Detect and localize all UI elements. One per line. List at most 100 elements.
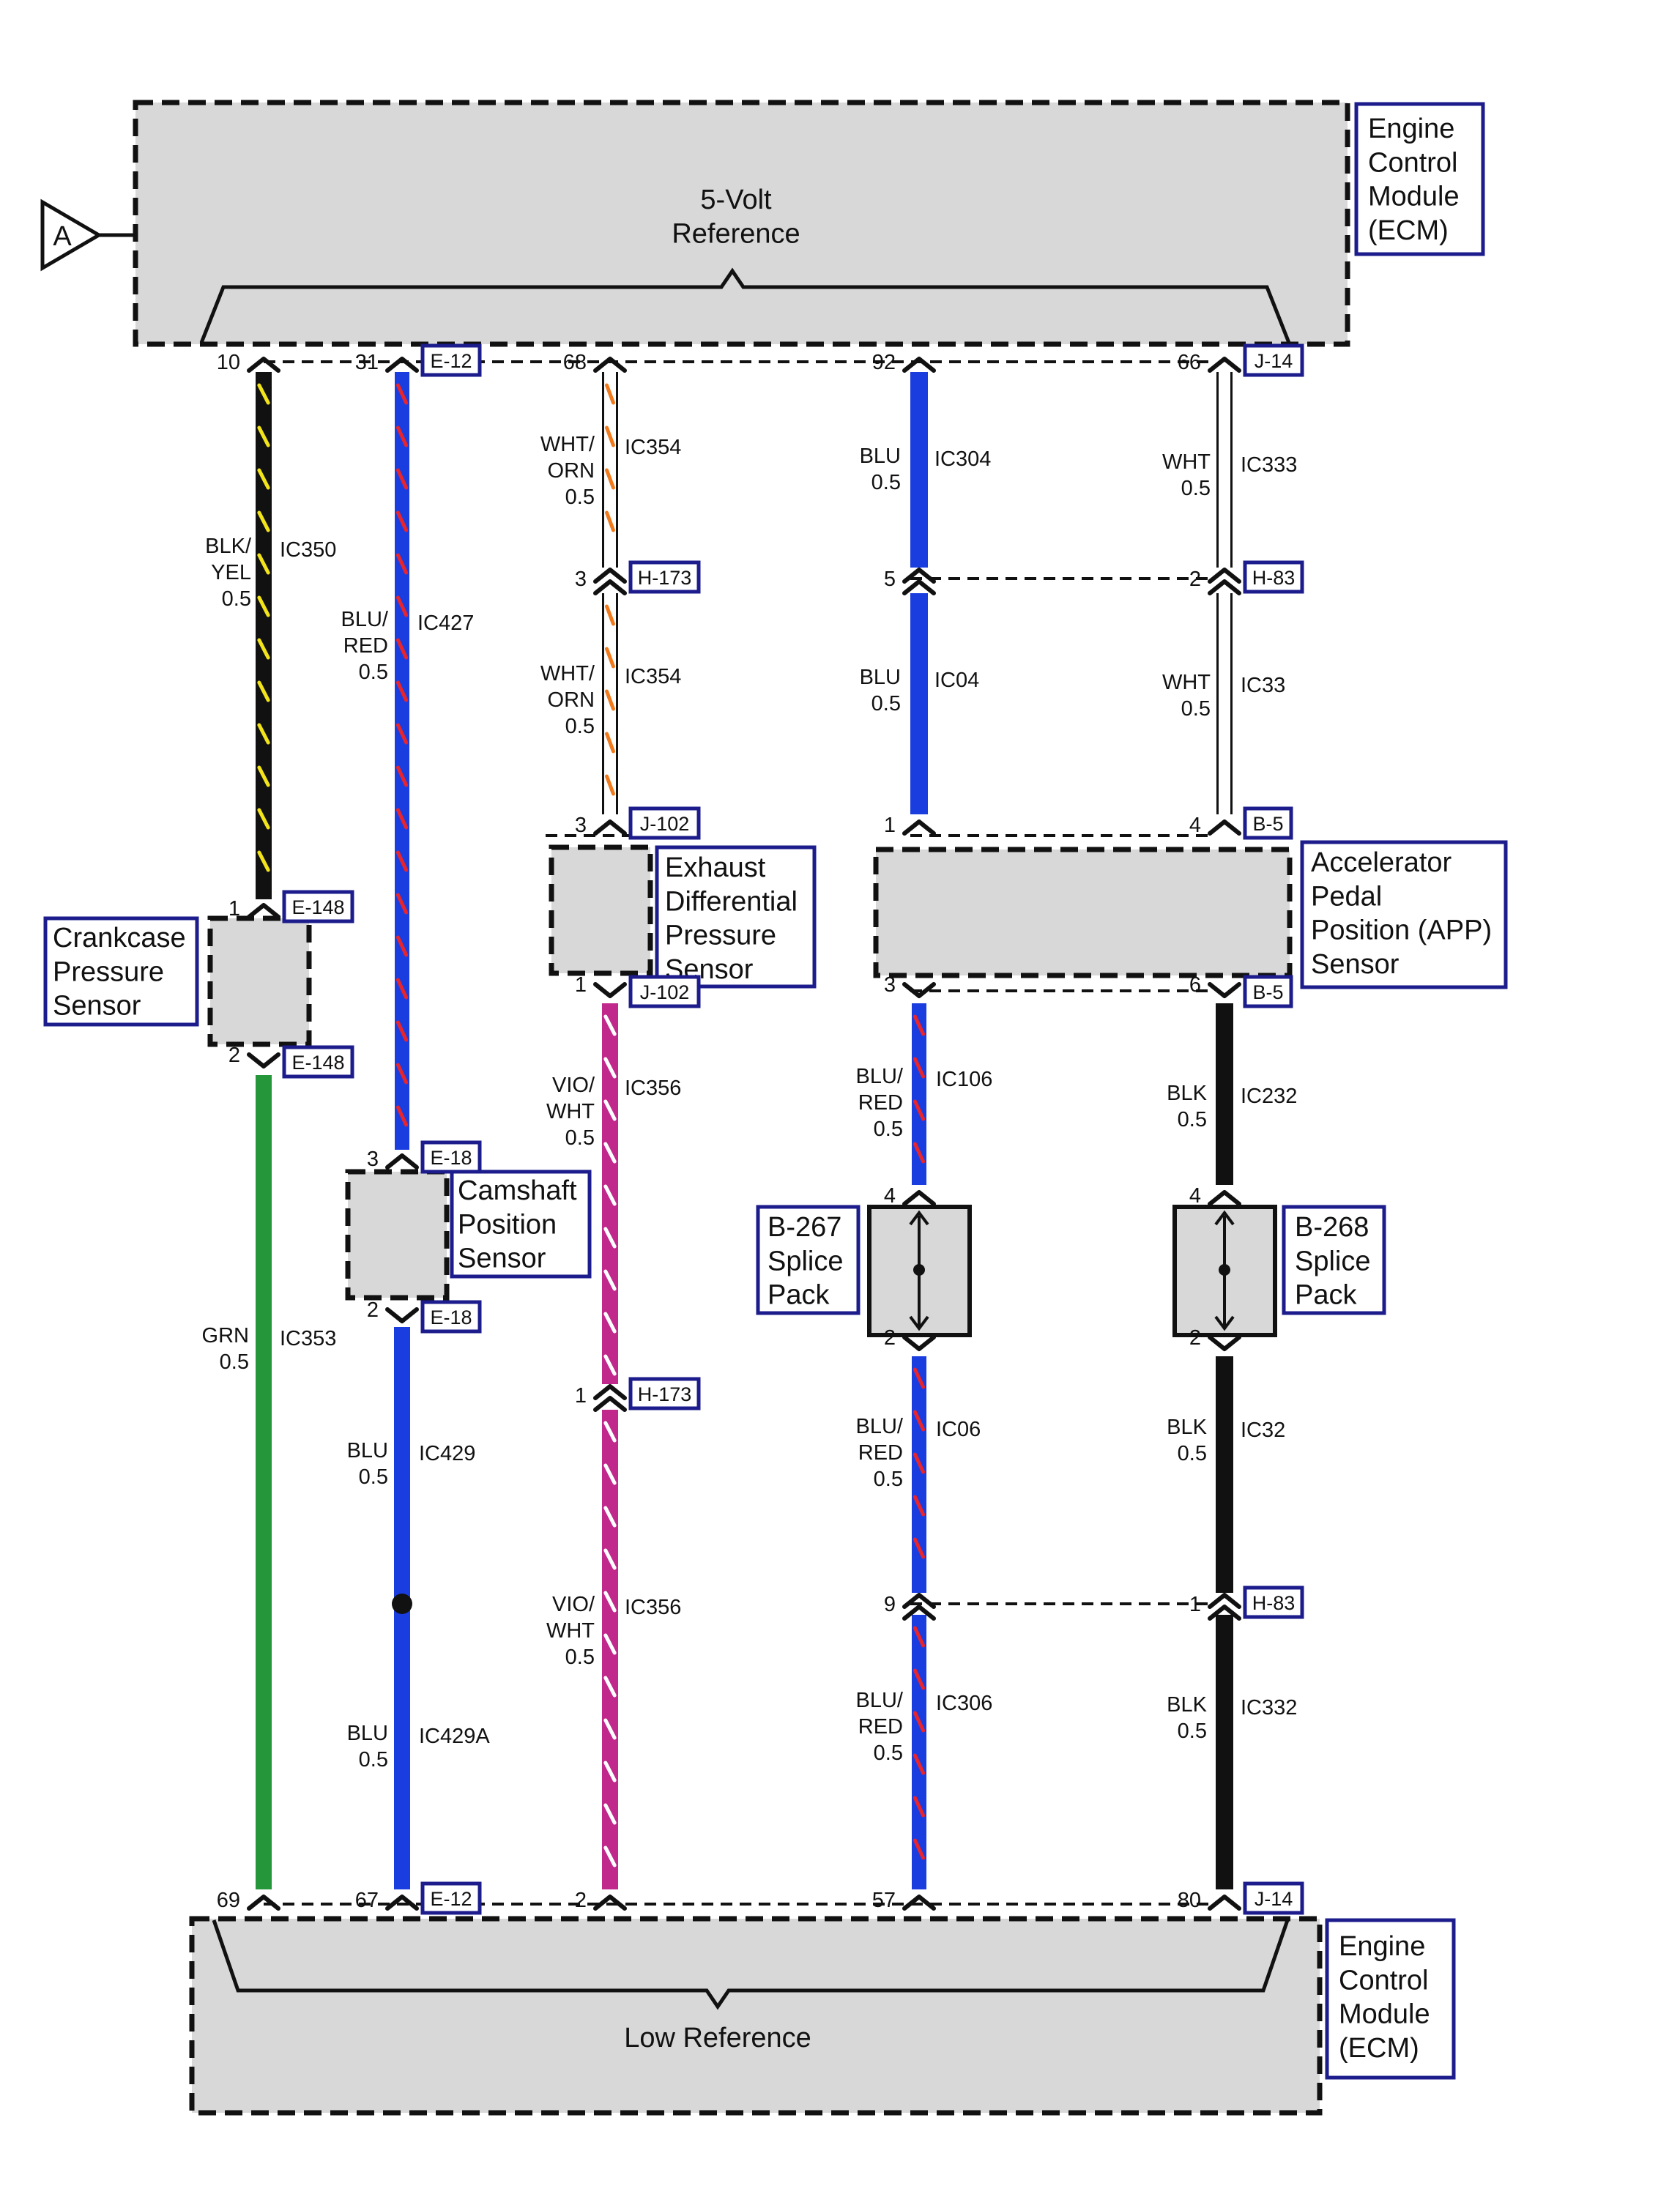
pin-number: 5 xyxy=(884,568,896,591)
connector-pin-2: 2 xyxy=(884,1326,936,1351)
connector-j-14: 80 J-14 xyxy=(1178,1881,1304,1915)
svg-text:H-83: H-83 xyxy=(1252,567,1296,589)
pin-number: 66 xyxy=(1178,351,1201,374)
ecm-bottom-bracket xyxy=(212,1919,1290,2010)
offpage-ref-letter: A xyxy=(53,221,72,252)
pin-number: 6 xyxy=(1189,973,1201,997)
pin-number: 1 xyxy=(575,1384,587,1408)
connector-pin-4: 4 xyxy=(884,1184,936,1208)
connector-e-12: 31 E-12 xyxy=(355,343,482,377)
circuit-label: IC04 xyxy=(934,669,979,692)
ecm-bottom-block xyxy=(189,1916,1323,2116)
svg-text:J-102: J-102 xyxy=(640,813,690,835)
svg-text:J-102: J-102 xyxy=(640,981,690,1003)
connector-pin-92: 92 xyxy=(872,351,936,374)
connector-pin-4: 4 xyxy=(1189,1184,1241,1208)
connector-pin-9: 9 xyxy=(884,1593,936,1621)
connector-tag: E-148 xyxy=(282,890,354,923)
connector-tag: J-102 xyxy=(628,975,701,1008)
circuit-label: IC232 xyxy=(1241,1085,1297,1108)
svg-text:E-148: E-148 xyxy=(291,896,344,918)
pin-number: 1 xyxy=(1189,1593,1201,1616)
connector-tag: H-173 xyxy=(628,560,701,594)
circuit-label: IC429A xyxy=(419,1725,490,1748)
circuit-label: IC306 xyxy=(936,1692,992,1715)
pin-number: 3 xyxy=(884,973,896,997)
pin-number: 2 xyxy=(1189,1326,1201,1350)
svg-text:E-18: E-18 xyxy=(430,1147,472,1169)
pin-number: 31 xyxy=(355,351,379,374)
pin-number: 69 xyxy=(217,1889,240,1912)
connector-tag: E-12 xyxy=(420,343,482,377)
circuit-label: IC350 xyxy=(280,538,336,562)
circuit-label: IC333 xyxy=(1241,453,1297,477)
ecm-top-bracket xyxy=(199,267,1291,343)
svg-text:H-173: H-173 xyxy=(638,567,692,589)
svg-text:E-12: E-12 xyxy=(430,1888,472,1910)
connector-pin-10: 10 xyxy=(217,351,280,374)
connector-b-5: 6 B-5 xyxy=(1189,973,1293,1008)
connector-tag: B-5 xyxy=(1243,975,1293,1008)
ecm-top-block xyxy=(133,100,1350,347)
pin-number: 3 xyxy=(575,814,587,837)
pin-number: 10 xyxy=(217,351,240,374)
connector-tag: E-18 xyxy=(420,1300,482,1334)
connector-pin-2: 2 xyxy=(1189,1326,1241,1351)
circuit-label: IC06 xyxy=(936,1418,981,1441)
connector-pin-68: 68 xyxy=(563,351,627,374)
svg-text:E-12: E-12 xyxy=(430,350,472,372)
circuit-label: IC332 xyxy=(1241,1696,1297,1720)
connector-pin-3: 3 xyxy=(884,973,936,998)
pin-number: 57 xyxy=(872,1889,896,1912)
pin-number: 1 xyxy=(575,973,587,997)
connector-tag: E-12 xyxy=(420,1881,482,1915)
connector-tag: J-14 xyxy=(1243,343,1304,377)
pin-number: 80 xyxy=(1178,1889,1201,1912)
connector-tag: J-14 xyxy=(1243,1881,1304,1915)
pin-number: 2 xyxy=(228,1044,240,1067)
pin-number: 4 xyxy=(884,1184,896,1208)
pin-number: 4 xyxy=(1189,1184,1201,1208)
connector-j-102: 3 J-102 xyxy=(575,806,701,840)
